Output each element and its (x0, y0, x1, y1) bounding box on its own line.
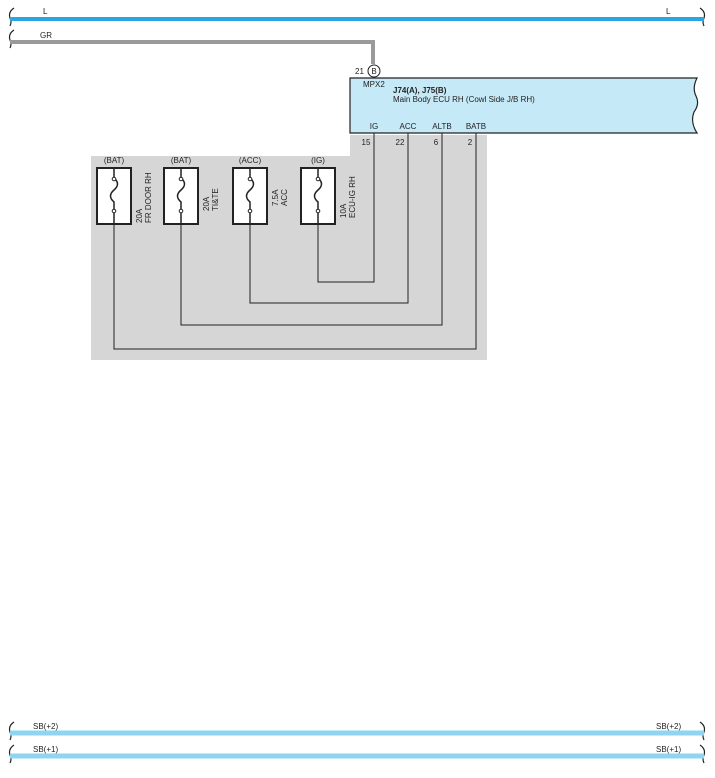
fuse-rating: 7.5A (271, 189, 280, 206)
fuse-source: (IG) (311, 156, 325, 165)
wire-gr-label: GR (40, 31, 52, 40)
fuse-name: ACC (280, 189, 289, 206)
terminal-altb: ALTB (432, 122, 451, 131)
ecu-title: J74(A), J75(B) (393, 86, 447, 95)
fuse-rating: 20A (135, 208, 144, 223)
fuse-source: (BAT) (104, 156, 125, 165)
pin-acc: 22 (396, 138, 405, 147)
wire-sb1-label-left: SB(+1) (33, 745, 58, 754)
fuse-source: (BAT) (171, 156, 192, 165)
wire-sb1-label-right: SB(+1) (656, 745, 681, 754)
ecu-box: MPX2 J74(A), J75(B) Main Body ECU RH (Co… (349, 77, 699, 134)
fuse-acc: (ACC) 7.5A ACC (232, 156, 289, 225)
connector-b: B 21 (355, 64, 381, 78)
fuse-ecu-ig-rh: (IG) 10A ECU-IG RH (300, 156, 357, 225)
fuse-icon (313, 168, 323, 224)
pin-altb: 6 (434, 138, 439, 147)
terminal-ig: IG (370, 122, 378, 131)
wire-sb2-label-left: SB(+2) (33, 722, 58, 731)
fuse-source: (ACC) (239, 156, 262, 165)
wire-l-label-right: L (666, 7, 671, 16)
connector-name: MPX2 (363, 80, 385, 89)
internal-wiring (113, 133, 477, 350)
fuse-fr-door-rh: (BAT) 20A FR DOOR RH (96, 156, 153, 225)
fuse-name: ECU-IG RH (348, 176, 357, 218)
wire-sb2: SB(+2) SB(+2) (8, 721, 706, 741)
connector-letter: B (371, 67, 376, 76)
fuse-icon (176, 168, 186, 224)
wire-sb2-label-right: SB(+2) (656, 722, 681, 731)
wire-gr: GR (8, 29, 375, 64)
wire-l-label-left: L (43, 7, 48, 16)
pin-ig: 15 (362, 138, 371, 147)
ecu-subtitle: Main Body ECU RH (Cowl Side J/B RH) (393, 95, 535, 104)
connector-pin: 21 (355, 67, 364, 76)
wire-l: L L (8, 7, 706, 27)
fuse-name: TI&TE (211, 188, 220, 211)
terminal-batb: BATB (466, 122, 486, 131)
fuse-rating: 20A (202, 196, 211, 211)
junction-block-area (91, 135, 487, 360)
fuse-icon (109, 168, 119, 224)
wire-sb1: SB(+1) SB(+1) (8, 744, 706, 764)
fuse-name: FR DOOR RH (144, 172, 153, 223)
fuse-icon (245, 168, 255, 224)
fuse-rating: 10A (339, 203, 348, 218)
pin-batb: 2 (468, 138, 473, 147)
terminal-acc: ACC (400, 122, 417, 131)
fuse-ti-te: (BAT) 20A TI&TE (163, 156, 220, 225)
